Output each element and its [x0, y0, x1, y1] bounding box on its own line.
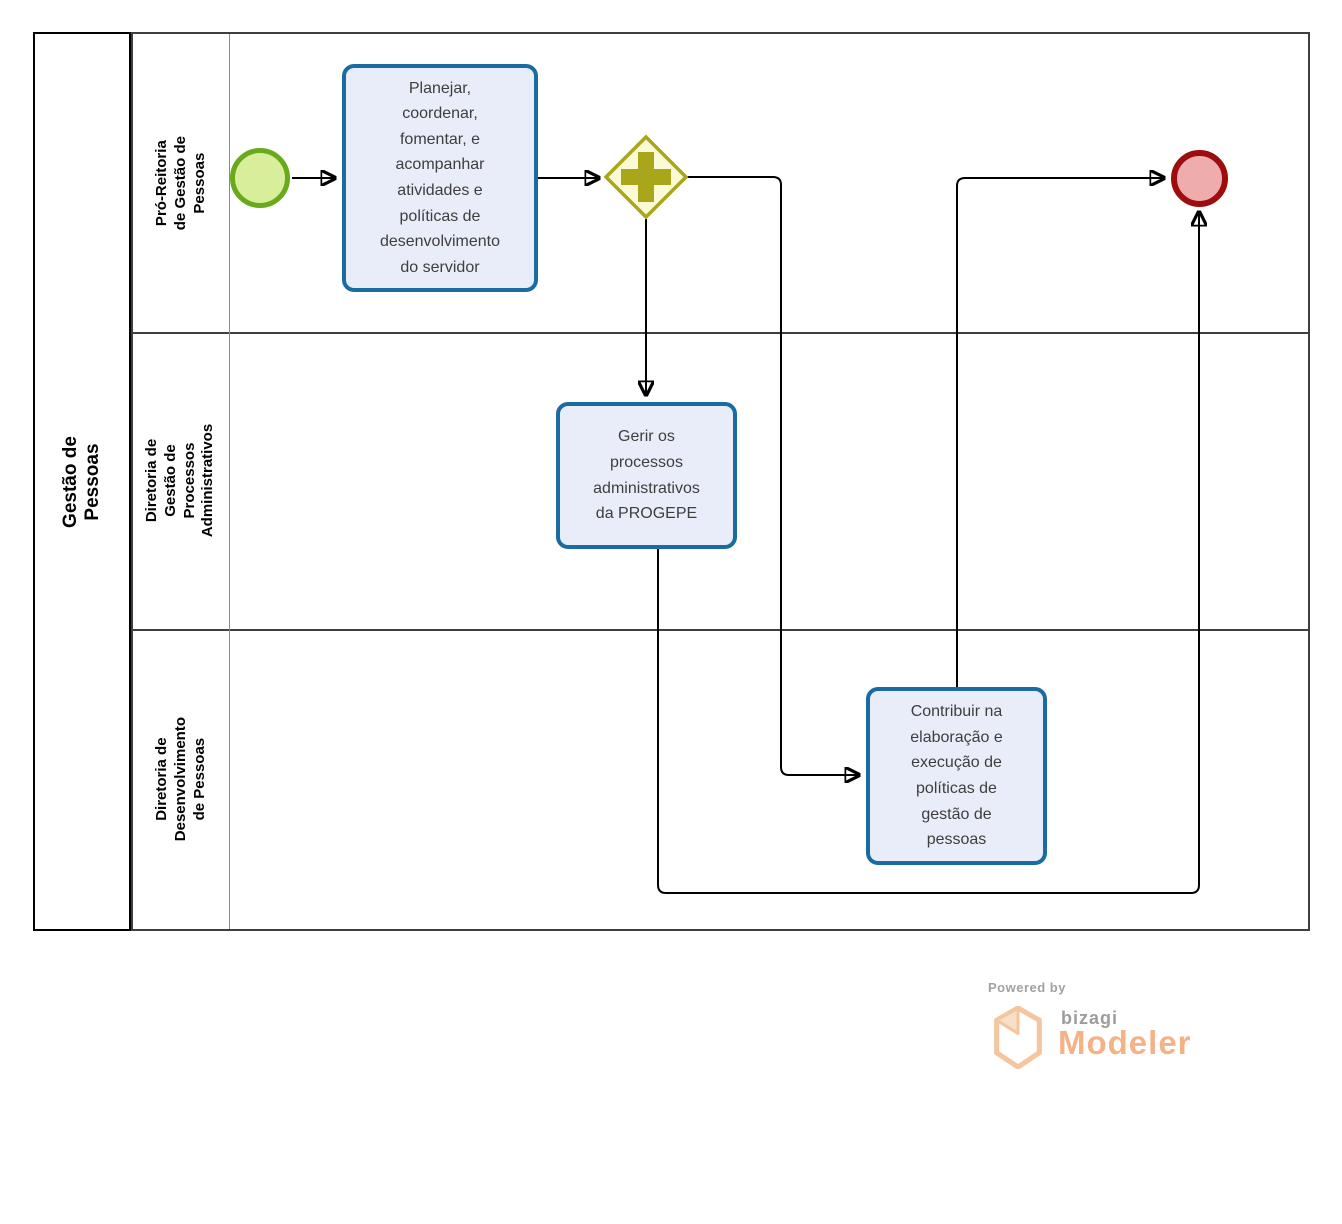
flow-gateway-to-task-contribuir	[686, 176, 859, 775]
task-gerir[interactable]: Gerir os processos administrativos da PR…	[556, 402, 737, 549]
lane-label-band: Diretoria de Desenvolvimento de Pessoas	[133, 629, 230, 929]
plus-icon	[621, 152, 671, 202]
lane-pro-reitoria: Pró-Reitoria de Gestão de Pessoas	[133, 34, 1308, 334]
bizagi-brand-name: bizagi	[1061, 1008, 1119, 1028]
lane-diretoria-processos: Diretoria de Gestão de Processos Adminis…	[133, 332, 1308, 631]
flow-task-gerir-to-end	[657, 212, 1199, 894]
task-contribuir[interactable]: Contribuir na elaboração e execução de p…	[866, 687, 1047, 865]
lane-diretoria-desenvolvimento: Diretoria de Desenvolvimento de Pessoas	[133, 629, 1308, 929]
bizagi-logo-icon	[994, 1006, 1042, 1069]
start-event[interactable]	[230, 148, 290, 208]
parallel-gateway[interactable]	[598, 129, 694, 225]
lane-label-band: Pró-Reitoria de Gestão de Pessoas	[133, 34, 230, 332]
lane-label-band: Diretoria de Gestão de Processos Adminis…	[133, 332, 230, 629]
end-event[interactable]	[1171, 150, 1228, 207]
powered-by-label: Powered by	[988, 980, 1066, 995]
task-planejar[interactable]: Planejar, coordenar, fomentar, e acompan…	[342, 64, 538, 292]
flow-task-contribuir-to-end	[956, 178, 1164, 687]
modeler-product-name: Modeler	[1058, 1024, 1192, 1061]
pool-header: Gestão de Pessoas	[33, 32, 131, 931]
